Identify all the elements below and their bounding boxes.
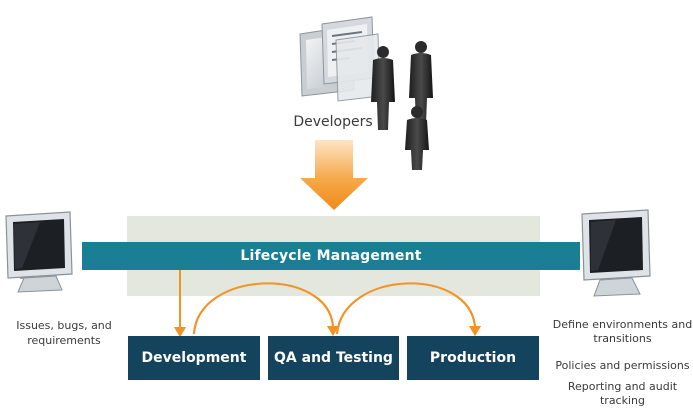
issues-note: Issues, bugs, and requirements	[16, 319, 112, 347]
lifecycle-management-bar: Lifecycle Management	[82, 242, 580, 270]
developers-down-arrow	[300, 140, 368, 210]
arrowhead-development-top	[174, 327, 186, 337]
left-computer-icon	[5, 211, 73, 293]
stage-qa-testing: QA and Testing	[268, 336, 399, 380]
stage-production-label: Production	[429, 350, 517, 366]
right-computer-icon	[581, 209, 651, 297]
arrowhead-qa-top	[327, 326, 339, 336]
developers-illustration	[299, 16, 433, 170]
development-to-qa-curve	[193, 282, 334, 335]
stage-development-label: Development	[141, 350, 247, 366]
developer-person-1	[371, 46, 395, 130]
developer-person-3	[405, 106, 429, 170]
lifecycle-management-label: Lifecycle Management	[240, 248, 422, 264]
stage-qa-testing-label: QA and Testing	[274, 350, 393, 366]
reporting-note: Reporting and audit tracking	[567, 380, 678, 407]
policies-note: Policies and permissions	[555, 359, 690, 372]
arrowhead-production-top	[469, 326, 481, 336]
developer-person-2	[409, 41, 433, 124]
developers-label: Developers	[293, 114, 373, 130]
developer-screens	[299, 16, 381, 102]
stage-development: Development	[128, 336, 260, 380]
environments-note: Define environments and transitions	[552, 318, 693, 345]
qa-to-production-curve	[336, 282, 476, 335]
stage-production: Production	[407, 336, 539, 380]
